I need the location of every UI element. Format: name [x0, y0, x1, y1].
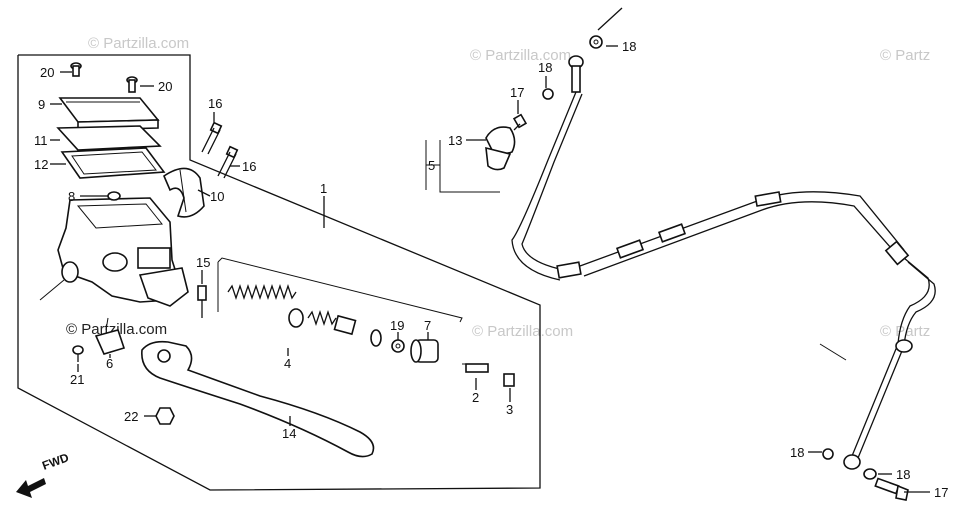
washer-18-top — [589, 35, 603, 49]
callout-18-upper: 18 — [538, 60, 552, 75]
callout-12: 12 — [34, 157, 48, 172]
assembly-outline — [17, 54, 541, 491]
washer-18-lower-left — [822, 448, 834, 460]
diaphragm-plate — [56, 125, 162, 151]
callout-11: 11 — [34, 133, 48, 148]
clutch-hose — [511, 91, 936, 470]
callout-2: 2 — [472, 390, 479, 405]
banjo-bolt-17 — [874, 477, 909, 501]
screw-8 — [100, 191, 121, 201]
master-cylinder-body — [39, 197, 189, 307]
callout-8: 8 — [68, 189, 75, 204]
fwd-arrow — [16, 478, 46, 498]
watermark-middle-center: © Partzilla.com — [472, 323, 573, 340]
callout-18-lower-right: 18 — [896, 467, 910, 482]
piston-set-frame — [217, 257, 463, 323]
callout-20-right: 20 — [158, 79, 172, 94]
callout-17-lower: 17 — [934, 485, 948, 500]
hose-cover-13 — [485, 126, 516, 171]
diaphragm — [60, 147, 166, 179]
callout-10: 10 — [210, 189, 224, 204]
screw-20-right — [126, 76, 138, 93]
circlip-19 — [391, 339, 405, 353]
callout-15: 15 — [196, 255, 210, 270]
hose-group-bracket — [439, 140, 500, 193]
spring — [227, 283, 297, 301]
callout-13: 13 — [448, 133, 462, 148]
leader-top — [597, 7, 623, 31]
callout-18-lower-left: 18 — [790, 445, 804, 460]
screw-21 — [72, 345, 84, 362]
callout-14: 14 — [282, 426, 296, 441]
bolt-16-upper — [201, 121, 223, 155]
banjo-fitting-top — [568, 55, 584, 93]
callout-1: 1 — [320, 181, 327, 196]
piston — [307, 309, 357, 336]
handlebar-holder — [163, 167, 205, 218]
bleeder-17 — [512, 113, 528, 131]
reservoir-cap — [58, 97, 160, 131]
pivot-pin-2 — [462, 363, 489, 373]
watermark-top-center: © Partzilla.com — [470, 47, 571, 64]
fwd-label: FWD — [40, 450, 71, 473]
callout-7: 7 — [424, 318, 431, 333]
washer-18-upper — [542, 88, 554, 100]
clutch-lever — [141, 340, 375, 458]
screw-20-left — [70, 62, 82, 77]
callout-9: 9 — [38, 97, 45, 112]
nut-22 — [155, 407, 175, 425]
callout-21: 21 — [70, 372, 84, 387]
callout-19: 19 — [390, 318, 404, 333]
callout-16-upper: 16 — [208, 96, 222, 111]
callout-20-left: 20 — [40, 65, 54, 80]
callout-18-top: 18 — [622, 39, 636, 54]
primary-cup — [288, 308, 304, 328]
watermark-top-right: © Partz — [880, 47, 930, 64]
callout-3: 3 — [506, 402, 513, 417]
watermark-left-dark: © Partzilla.com — [66, 321, 167, 338]
pivot-bolt-15 — [197, 285, 207, 318]
nut-3 — [503, 373, 515, 387]
switch-6 — [94, 317, 126, 355]
callout-22: 22 — [124, 409, 138, 424]
watermark-top-left: © Partzilla.com — [88, 35, 189, 52]
watermark-middle-right: © Partz — [880, 323, 930, 340]
washer-18-lower-right — [863, 468, 877, 480]
callout-17-upper: 17 — [510, 85, 524, 100]
secondary-cup — [370, 329, 382, 347]
boot-7 — [410, 339, 439, 363]
callout-16-lower: 16 — [242, 159, 256, 174]
callout-6: 6 — [106, 356, 113, 371]
callout-4: 4 — [284, 356, 291, 371]
